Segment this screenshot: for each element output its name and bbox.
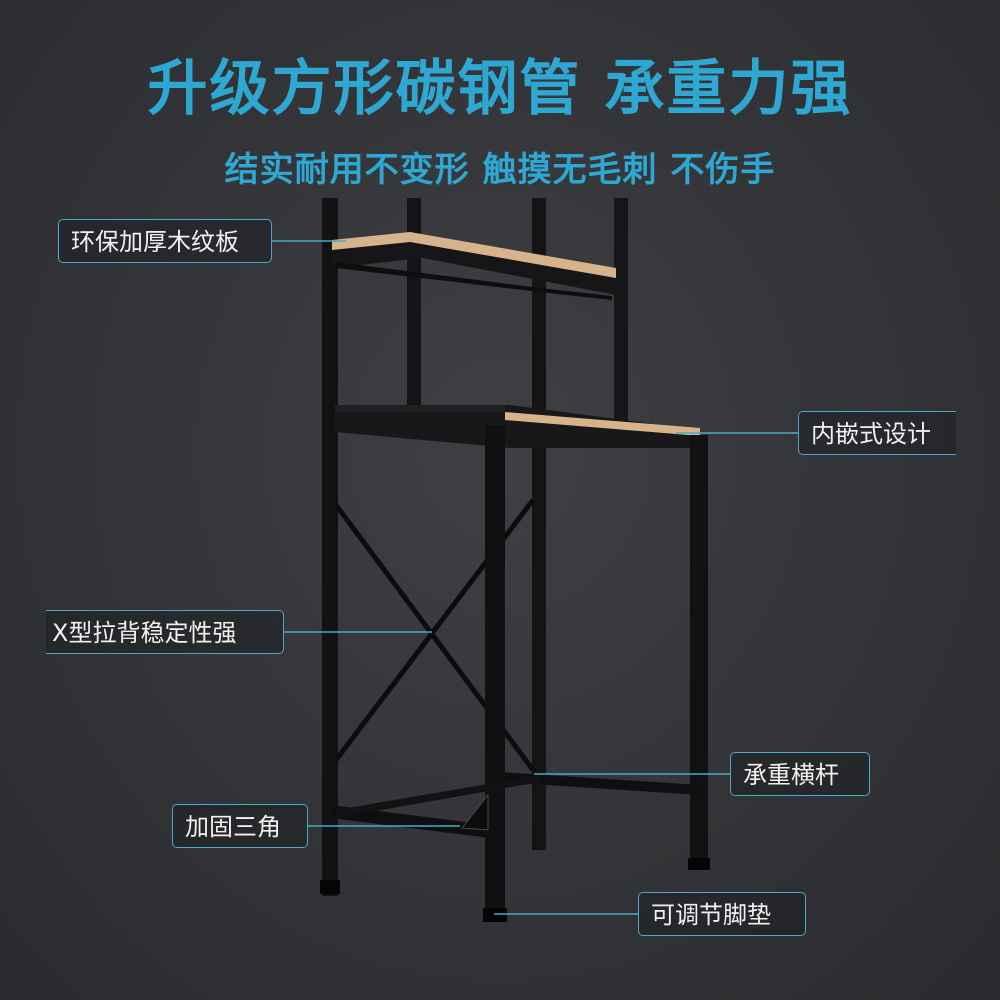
- lower-shelf-frame: [335, 405, 700, 448]
- leader-lines: [272, 240, 798, 915]
- back-foot: [320, 880, 340, 894]
- callout-wood-board: 环保加厚木纹板: [58, 219, 272, 263]
- front-right-foot: [688, 858, 710, 870]
- back-right-post: [532, 198, 546, 850]
- crossbar: [500, 772, 700, 795]
- bottom-side-bar: [330, 805, 490, 838]
- front-left-foot: [483, 908, 507, 922]
- reinforcement-triangle: [461, 793, 489, 831]
- upper-right-post: [614, 198, 628, 423]
- callout-crossbar: 承重横杆: [730, 752, 870, 796]
- lower-shelf-board: [505, 412, 700, 436]
- front-left-leg: [485, 425, 505, 920]
- upper-shelf-frame: [332, 236, 616, 295]
- callout-foot-pad: 可调节脚垫: [638, 892, 806, 936]
- callout-triangle: 加固三角: [172, 804, 308, 848]
- bottom-back-bar: [336, 775, 540, 818]
- subline: 结实耐用不变形 触摸无毛刺 不伤手: [224, 150, 776, 190]
- back-mid-post: [407, 198, 421, 413]
- upper-shelf-lower-rail: [336, 262, 612, 300]
- callout-embedded: 内嵌式设计: [798, 411, 956, 455]
- headline: 升级方形碳钢管 承重力强: [147, 54, 853, 124]
- callout-x-brace: X型拉背稳定性强: [46, 610, 284, 654]
- front-right-leg: [690, 435, 708, 867]
- lower-shelf-top: [335, 405, 505, 412]
- back-left-post: [322, 198, 338, 896]
